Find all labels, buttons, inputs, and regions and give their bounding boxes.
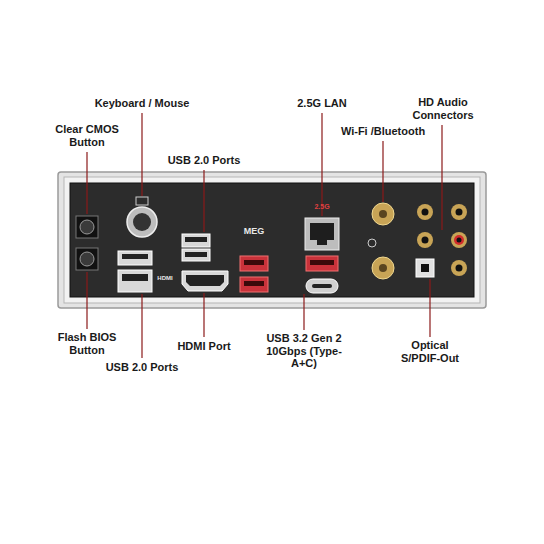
- panel-marking: 2.5G: [307, 203, 337, 211]
- panel-marking: MEG: [239, 226, 269, 236]
- callout-label: USB 3.2 Gen 2 10Gbps (Type-A+C): [258, 332, 350, 370]
- panel-marking: HDMI: [153, 275, 177, 282]
- callout-label: Wi-Fi /Bluetooth: [328, 125, 438, 138]
- callout-label: USB 2.0 Ports: [92, 361, 192, 374]
- callout-label: Clear CMOS Button: [50, 123, 124, 148]
- callout-label: HDMI Port: [164, 340, 244, 353]
- callout-label: Keyboard / Mouse: [82, 97, 202, 110]
- callout-label: Flash BIOS Button: [51, 331, 123, 356]
- callout-label: Optical S/PDIF-Out: [395, 339, 465, 364]
- callout-label: HD Audio Connectors: [407, 96, 479, 121]
- callout-label: USB 2.0 Ports: [154, 154, 254, 167]
- callout-label: 2.5G LAN: [282, 97, 362, 110]
